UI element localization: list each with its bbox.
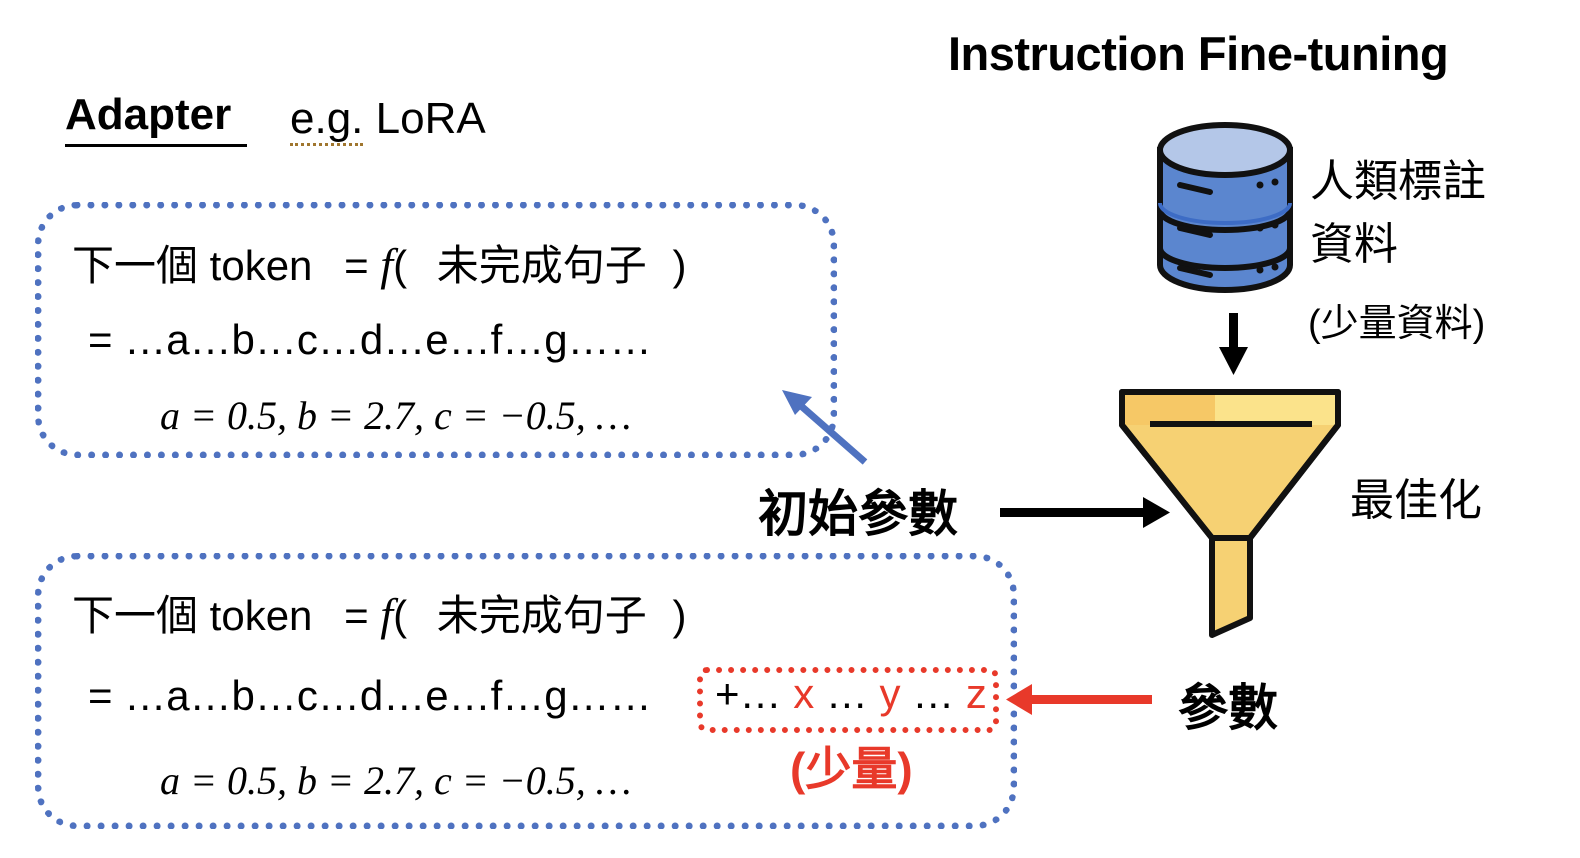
function-argument: 未完成句子 — [436, 592, 647, 639]
formula-left: 下一個 token — [72, 242, 313, 289]
parameter-values: a = 0.5, b = 2.7, c = −0.5, … — [160, 393, 632, 438]
adapter-params-box — [697, 667, 999, 733]
formula-line: 下一個 token = f( 未完成句子 ) — [72, 232, 686, 293]
close-paren: ) — [672, 242, 687, 289]
formula-left: 下一個 token — [72, 592, 313, 639]
section-title: Instruction Fine-tuning — [948, 27, 1449, 80]
expansion-line: = …a…b…c…d…e…f…g…… — [88, 316, 652, 363]
adapter-params-text: +… x … y … z — [715, 670, 987, 718]
params-label: 參數 — [1178, 680, 1278, 736]
example-name: LoRA — [375, 94, 486, 143]
param-x: x — [793, 670, 815, 717]
initial-params-label: 初始參數 — [758, 486, 958, 542]
example-label: e.g. LoRA — [290, 94, 486, 146]
equals-sign: = — [344, 592, 369, 639]
original-model-box — [35, 202, 837, 458]
adapter-underline — [65, 144, 247, 147]
close-paren: ) — [672, 592, 687, 639]
function-symbol: f — [380, 239, 394, 290]
blue-arrow-icon — [782, 390, 868, 465]
down-arrow-icon — [1219, 313, 1248, 375]
right-arrow-icon — [1000, 497, 1170, 528]
example-prefix: e.g. — [290, 94, 364, 146]
open-paren: ( — [393, 242, 408, 289]
adapter-label: Adapter — [65, 90, 232, 139]
funnel-icon — [1119, 389, 1341, 638]
function-argument: 未完成句子 — [436, 242, 647, 289]
open-paren: ( — [393, 592, 408, 639]
equals-sign: = — [344, 242, 369, 289]
data-label-line2: 資料 — [1310, 220, 1398, 269]
formula-line: 下一個 token = f( 未完成句子 ) — [72, 582, 686, 643]
red-arrow-icon — [1006, 684, 1152, 715]
few-params-note: (少量) — [790, 743, 913, 795]
ellipsis: … — [814, 670, 880, 717]
ellipsis: … — [900, 670, 966, 717]
data-note: (少量資料) — [1308, 303, 1486, 345]
data-label-line1: 人類標註 — [1310, 157, 1486, 206]
function-symbol: f — [380, 589, 394, 640]
database-icon — [1157, 122, 1293, 293]
param-y: y — [879, 670, 901, 717]
optimize-label: 最佳化 — [1350, 476, 1482, 525]
param-z: z — [965, 670, 987, 717]
plus-term: +… — [715, 670, 794, 717]
parameter-values: a = 0.5, b = 2.7, c = −0.5, … — [160, 758, 632, 803]
adapter-model-box — [35, 553, 1017, 829]
expansion-line: = …a…b…c…d…e…f…g…… — [88, 672, 652, 719]
